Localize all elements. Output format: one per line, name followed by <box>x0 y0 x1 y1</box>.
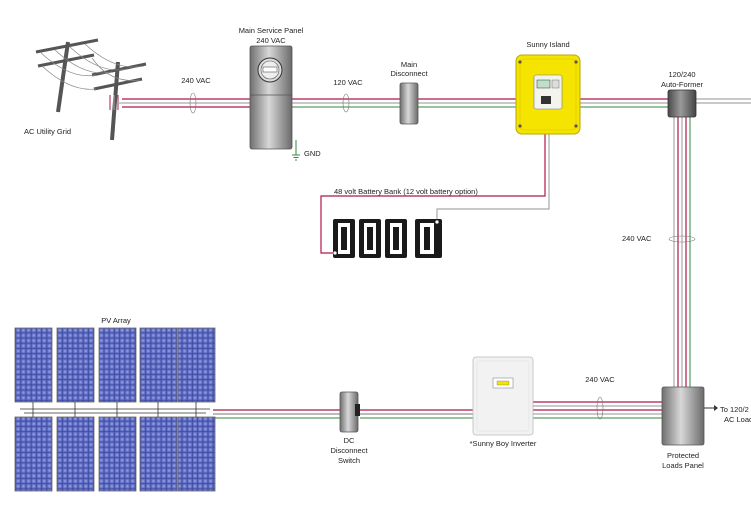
auto-former <box>667 89 697 118</box>
battery-4 <box>415 219 442 258</box>
pv-panel-row-bottom <box>14 416 216 492</box>
main-service-panel <box>249 45 293 150</box>
dc-disconnect-label-3: Switch <box>338 456 360 465</box>
utility-pole-icon <box>35 38 147 141</box>
vertical-voltage-label: 240 VAC <box>622 234 652 243</box>
loads-panel-label-1: Protected <box>667 451 699 460</box>
battery-3 <box>385 219 407 258</box>
main-disconnect-label-1: Main <box>401 60 417 69</box>
autoformer-label-2: Auto-Former <box>661 80 704 89</box>
grid-voltage-label: 240 VAC <box>181 76 211 85</box>
dc-disconnect-label-2: Disconnect <box>330 446 368 455</box>
battery-bank <box>332 219 442 258</box>
ground-icon <box>292 140 300 161</box>
output-voltage-label: 240 VAC <box>585 375 615 384</box>
protected-loads-panel <box>661 386 705 446</box>
sunny-island-label: Sunny Island <box>526 40 569 49</box>
voltage-120-label: 120 VAC <box>333 78 363 87</box>
grid-label: AC Utility Grid <box>24 127 71 136</box>
sunny-boy-inverter <box>472 356 534 436</box>
panel-title-line1: Main Service Panel <box>239 26 304 35</box>
sunny-boy-label: *Sunny Boy Inverter <box>470 439 537 448</box>
battery-2 <box>359 219 381 258</box>
loads-panel-label-2: Loads Panel <box>662 461 704 470</box>
pv-panel-row-top <box>14 327 216 403</box>
main-disconnect-label-2: Disconnect <box>390 69 428 78</box>
pv-array-label: PV Array <box>101 316 131 325</box>
dc-disconnect-switch <box>339 391 360 433</box>
dc-disconnect-label-1: DC <box>344 436 355 445</box>
to-loads-label-2: AC Load <box>724 415 751 424</box>
gnd-label: GND <box>304 149 321 158</box>
battery-bank-label: 48 volt Battery Bank (12 volt battery op… <box>334 187 478 196</box>
pv-array <box>14 327 216 492</box>
autoformer-label-1: 120/240 <box>668 70 695 79</box>
panel-title-line2: 240 VAC <box>256 36 286 45</box>
to-loads-label-1: To 120/2 <box>720 405 749 414</box>
wiring <box>122 92 751 420</box>
battery-1 <box>333 219 355 258</box>
sunny-island-inverter <box>515 54 581 135</box>
main-disconnect <box>399 82 419 125</box>
